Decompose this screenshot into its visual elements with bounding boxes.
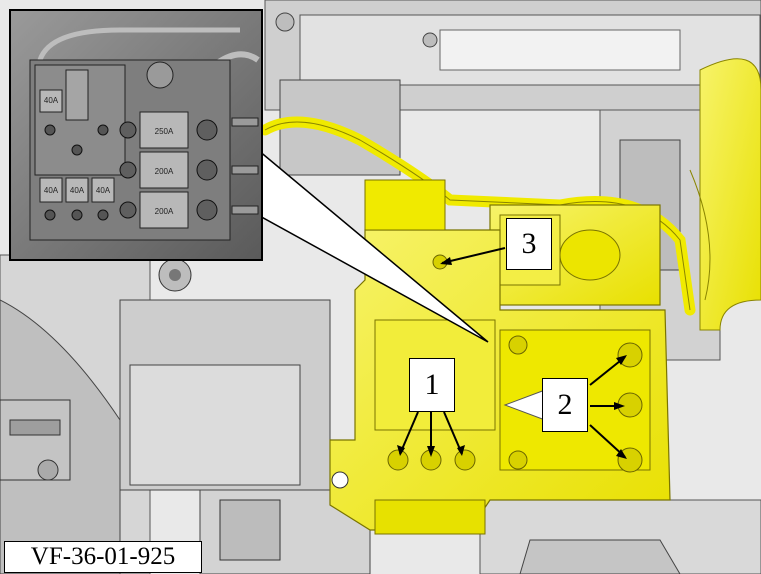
callout-2: 2 <box>542 378 588 432</box>
arrowhead-2-top <box>616 355 627 365</box>
inset-fuse-label-3: 200A <box>155 207 174 216</box>
arrowhead-1-left <box>397 445 405 456</box>
inset-fuse-label-2: 200A <box>155 167 174 176</box>
arrow-3 <box>441 247 506 264</box>
figure-code-label: VF-36-01-925 <box>4 541 202 573</box>
inset-fuse-label-1: 250A <box>155 127 174 136</box>
arrowhead-2-bottom <box>616 449 627 459</box>
inset-fuse-label-5: 40A <box>44 186 59 195</box>
detail-inset: 250A 200A 200A 40A 40A 40A 40A <box>9 9 489 343</box>
arrowhead-1-center <box>427 446 435 457</box>
inset-fuse-label-6: 40A <box>70 186 85 195</box>
callout-3-number: 3 <box>521 227 537 260</box>
callout-1: 1 <box>409 358 455 412</box>
callout-1-number: 1 <box>424 368 440 401</box>
arrowhead-2-middle <box>614 402 625 410</box>
inset-fuse-label-7: 40A <box>96 186 111 195</box>
arrow-1-right <box>443 411 463 455</box>
inset-fuse-label-4: 40A <box>44 96 59 105</box>
callout-2-number: 2 <box>557 388 573 421</box>
arrow-1-left <box>399 411 419 455</box>
arrowhead-1-right <box>457 445 465 456</box>
callout-3: 3 <box>506 218 552 270</box>
arrowhead-3 <box>440 257 452 265</box>
arrow-heads <box>397 257 627 459</box>
